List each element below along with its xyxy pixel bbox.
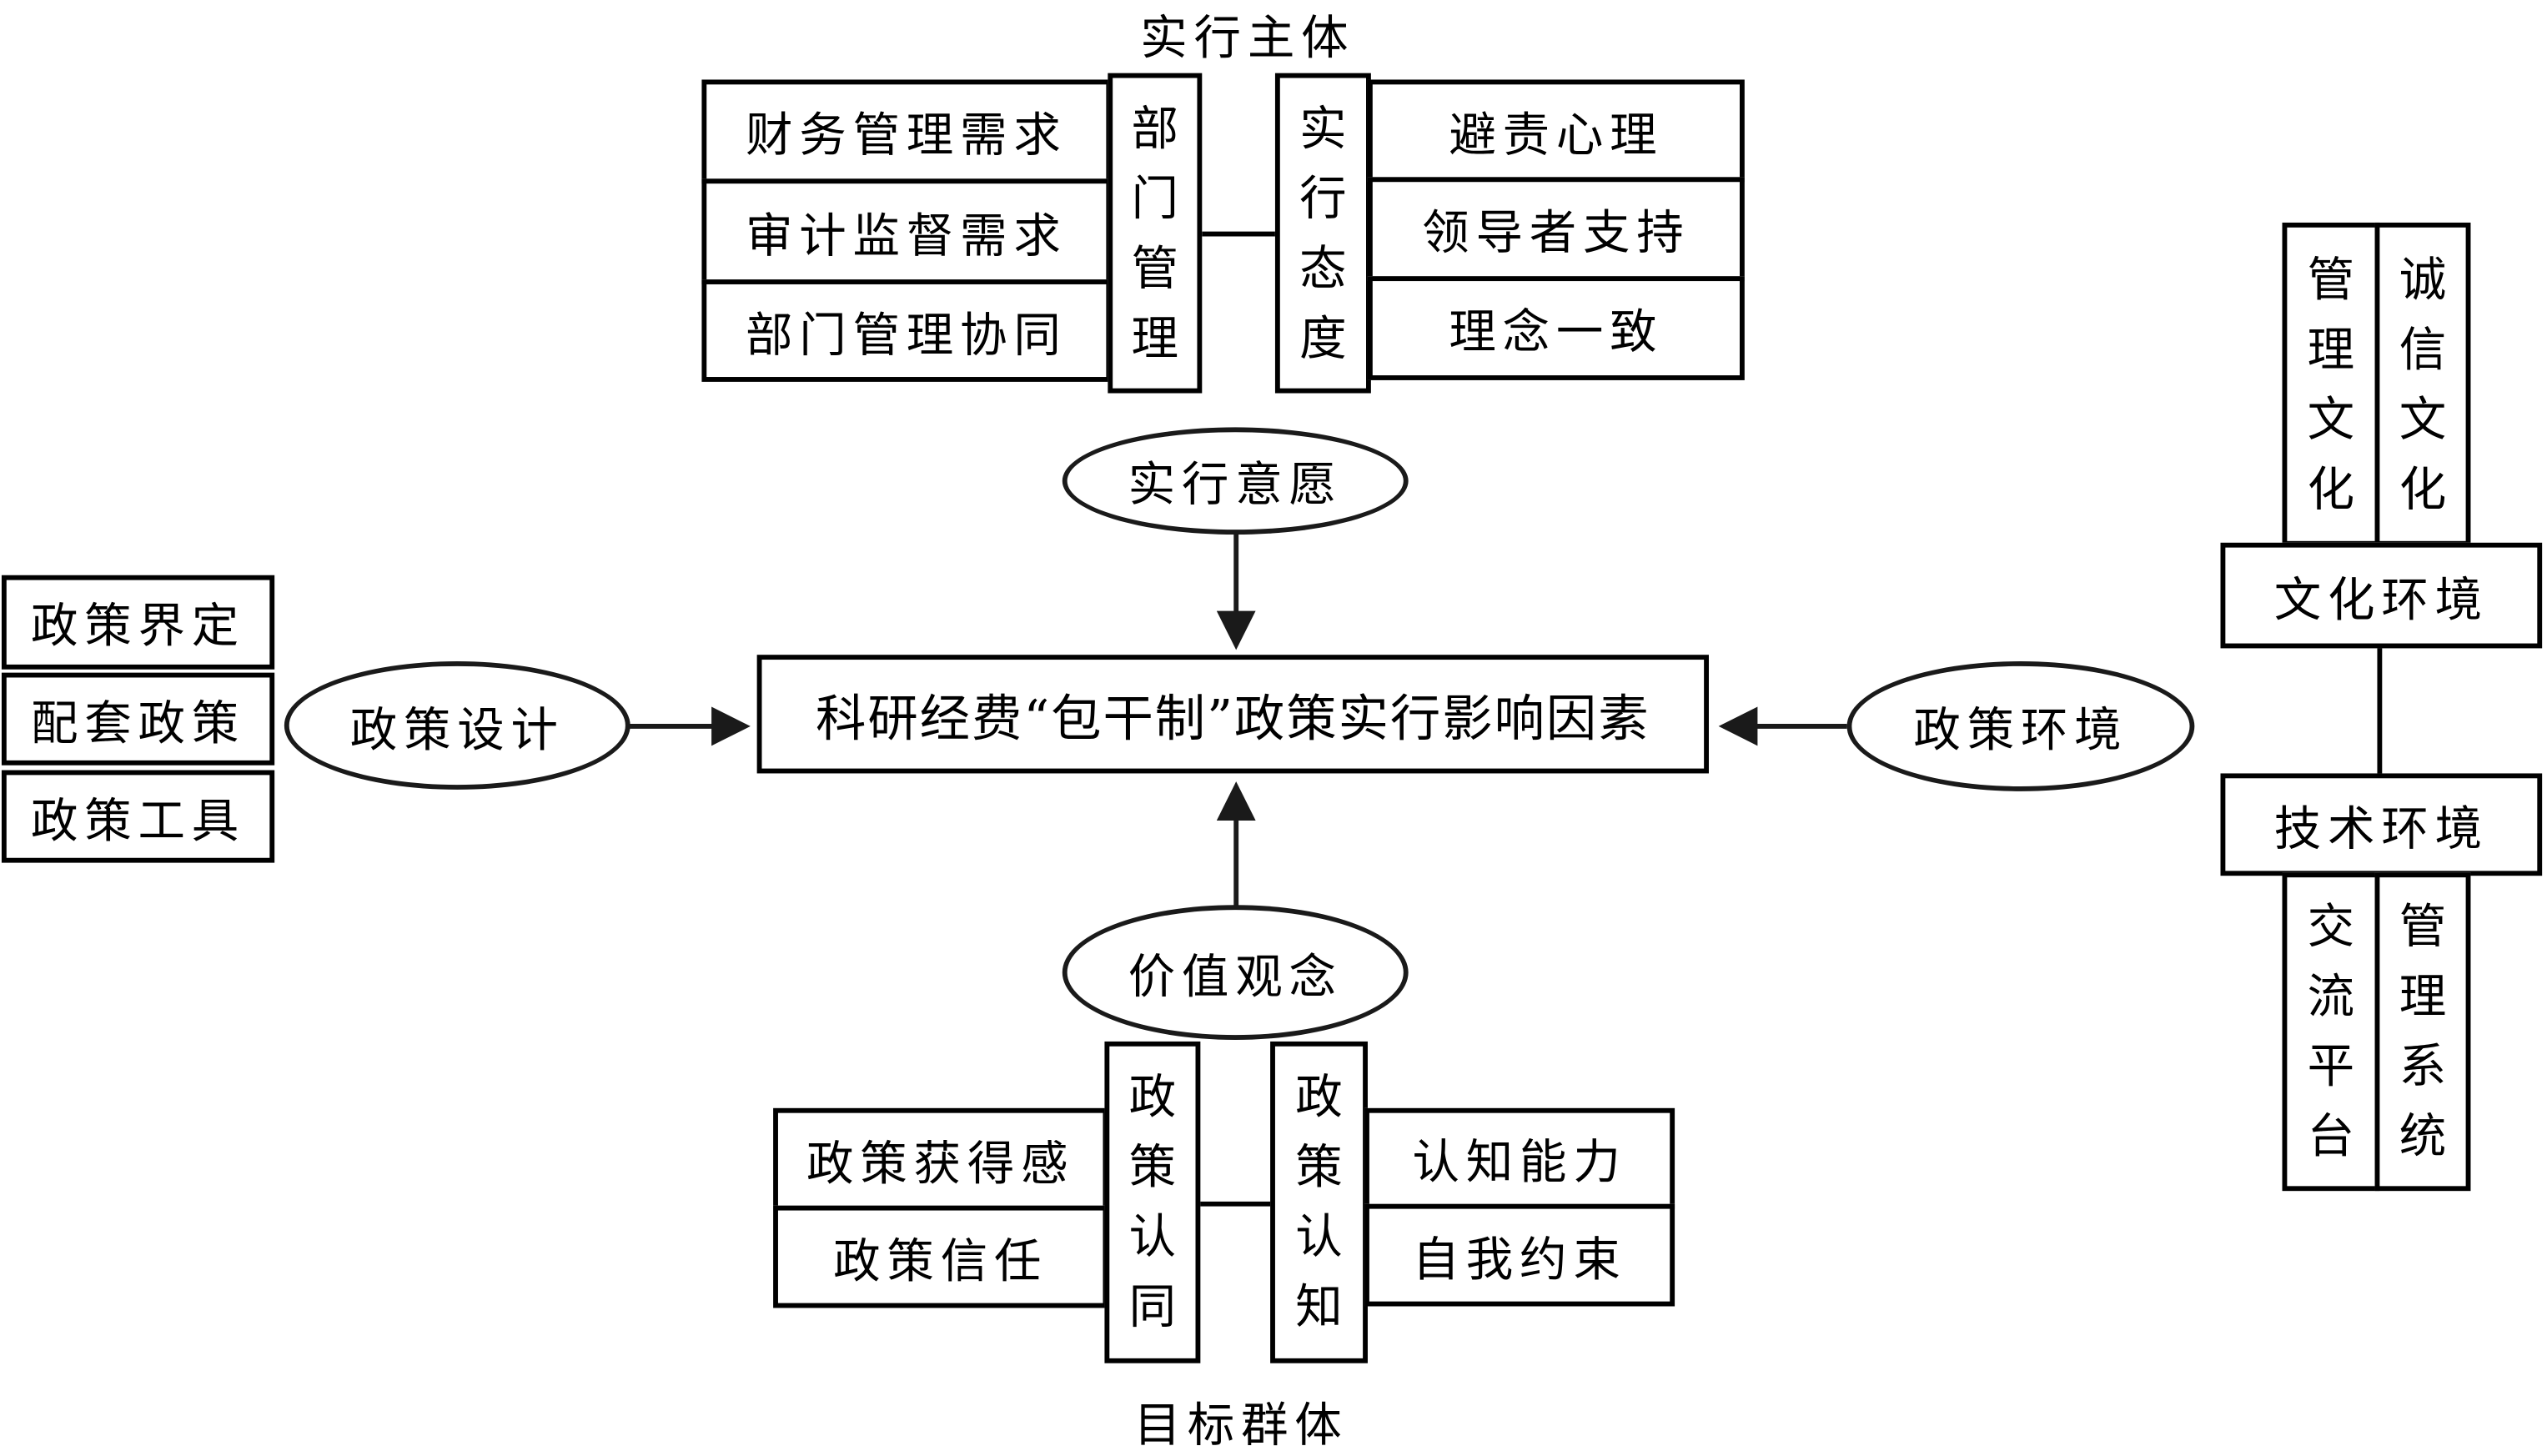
vertical-char: 理 bbox=[2307, 320, 2355, 377]
central-topic-box: 科研经费“包干制”政策实行影响因素 bbox=[756, 655, 1709, 774]
vertical-char: 诚 bbox=[2399, 251, 2447, 307]
vertical-char: 政 bbox=[1295, 1069, 1343, 1125]
implementer-group-label: 实行主体 bbox=[1140, 9, 1355, 65]
vertical-char: 信 bbox=[2399, 320, 2447, 377]
department-management-label: 部门管理 bbox=[1132, 93, 1179, 373]
vertical-char: 门 bbox=[1131, 169, 1179, 225]
item-blame-avoidance: 避责心理 bbox=[1367, 79, 1745, 183]
value-concept-ellipse: 价值观念 bbox=[1062, 905, 1409, 1040]
item-policy-definition: 政策界定 bbox=[1, 575, 275, 670]
vertical-char: 流 bbox=[2307, 968, 2355, 1024]
vertical-char: 同 bbox=[1128, 1278, 1177, 1334]
implementation-attitude-label: 实行态度 bbox=[1299, 93, 1347, 373]
vertical-char: 度 bbox=[1299, 309, 1347, 365]
communication-platform-label: 交流平台 bbox=[2308, 892, 2355, 1172]
department-management-column: 部门管理 bbox=[1108, 73, 1203, 394]
technical-environment-box: 技术环境 bbox=[2220, 773, 2543, 876]
item-policy-tools: 政策工具 bbox=[1, 770, 275, 863]
vertical-char: 管 bbox=[1131, 239, 1179, 295]
item-financial-management-need: 财务管理需求 bbox=[701, 79, 1112, 184]
vertical-char: 理 bbox=[1131, 309, 1179, 365]
vertical-char: 统 bbox=[2399, 1107, 2447, 1164]
vertical-char: 化 bbox=[2307, 460, 2355, 516]
communication-platform-column: 交流平台 bbox=[2282, 872, 2380, 1192]
management-system-column: 管理系统 bbox=[2374, 872, 2471, 1192]
policy-cognition-label: 政策认知 bbox=[1295, 1062, 1343, 1342]
item-leader-support: 领导者支持 bbox=[1367, 177, 1745, 282]
vertical-char: 化 bbox=[2399, 460, 2447, 516]
vertical-char: 策 bbox=[1128, 1138, 1177, 1195]
management-system-label: 管理系统 bbox=[2399, 892, 2447, 1172]
item-policy-trust: 政策信任 bbox=[773, 1205, 1108, 1308]
cultural-environment-box: 文化环境 bbox=[2220, 542, 2543, 649]
vertical-char: 政 bbox=[1128, 1069, 1177, 1125]
vertical-char: 知 bbox=[1295, 1278, 1343, 1334]
item-cognitive-ability: 认知能力 bbox=[1364, 1107, 1675, 1209]
implementation-willingness-ellipse: 实行意愿 bbox=[1062, 427, 1409, 535]
vertical-char: 台 bbox=[2307, 1107, 2355, 1164]
policy-recognition-column: 政策认同 bbox=[1104, 1041, 1201, 1363]
vertical-char: 交 bbox=[2307, 898, 2355, 954]
vertical-char: 管 bbox=[2399, 898, 2447, 954]
integrity-culture-label: 诚信文化 bbox=[2399, 244, 2447, 524]
vertical-char: 系 bbox=[2399, 1038, 2447, 1094]
vertical-char: 平 bbox=[2307, 1038, 2355, 1094]
implementation-attitude-column: 实行态度 bbox=[1274, 73, 1371, 394]
item-policy-sense-of-gain: 政策获得感 bbox=[773, 1107, 1108, 1211]
item-supporting-policy: 配套政策 bbox=[1, 672, 275, 766]
vertical-char: 实 bbox=[1299, 99, 1347, 156]
vertical-char: 态 bbox=[1299, 239, 1347, 295]
vertical-char: 文 bbox=[2307, 390, 2355, 446]
target-group-label: 目标群体 bbox=[1133, 1397, 1349, 1453]
item-audit-supervision-need: 审计监督需求 bbox=[701, 178, 1112, 284]
policy-recognition-label: 政策认同 bbox=[1129, 1062, 1177, 1342]
vertical-char: 管 bbox=[2307, 251, 2355, 307]
policy-environment-ellipse: 政策环境 bbox=[1846, 660, 2195, 791]
vertical-char: 文 bbox=[2399, 390, 2447, 446]
vertical-char: 策 bbox=[1295, 1138, 1343, 1195]
vertical-char: 行 bbox=[1299, 169, 1347, 225]
management-culture-column: 管理文化 bbox=[2282, 222, 2380, 546]
integrity-culture-column: 诚信文化 bbox=[2374, 222, 2471, 546]
management-culture-label: 管理文化 bbox=[2308, 244, 2355, 524]
item-department-coordination: 部门管理协同 bbox=[701, 279, 1112, 382]
vertical-char: 部 bbox=[1131, 99, 1179, 156]
vertical-char: 理 bbox=[2399, 968, 2447, 1024]
vertical-char: 认 bbox=[1128, 1208, 1177, 1264]
vertical-char: 认 bbox=[1295, 1208, 1343, 1264]
policy-design-ellipse: 政策设计 bbox=[284, 660, 630, 790]
item-concept-consistency: 理念一致 bbox=[1367, 276, 1745, 380]
item-self-restraint: 自我约束 bbox=[1364, 1203, 1675, 1307]
policy-cognition-column: 政策认知 bbox=[1270, 1041, 1368, 1363]
